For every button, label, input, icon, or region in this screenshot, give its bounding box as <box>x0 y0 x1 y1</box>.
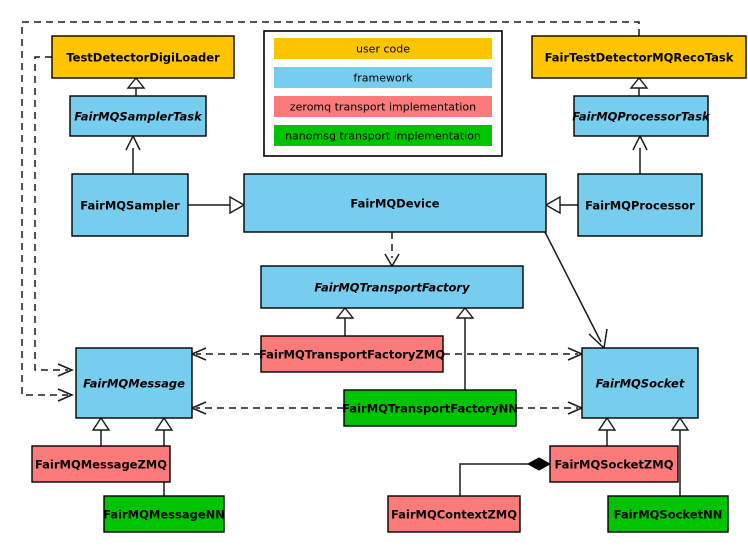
legend-swatch <box>274 125 492 146</box>
node-rect <box>75 347 193 419</box>
edge-group-structural <box>91 76 690 496</box>
class-node-fairmqtransportfactoryzmq[interactable]: FairMQTransportFactoryZMQ <box>259 335 445 373</box>
node-rect <box>607 495 729 533</box>
class-node-fairmqprocessortask[interactable]: FairMQProcessorTask <box>572 95 711 137</box>
node-rect <box>573 95 709 137</box>
node-label: FairMQSampler <box>80 199 180 213</box>
node-rect <box>549 445 679 483</box>
node-label: FairMQMessageZMQ <box>35 458 167 472</box>
legend-label: nanomsg transport implementation <box>285 130 481 143</box>
class-node-fairmqdevice[interactable]: FairMQDevice <box>243 173 547 233</box>
arrowhead-fairmqdevice-to-fairmqtransportfactory <box>384 253 400 268</box>
node-label: TestDetectorDigiLoader <box>66 51 220 65</box>
node-rect <box>51 35 235 79</box>
class-node-fairmqtransportfactorynn[interactable]: FairMQTransportFactoryNN <box>342 389 518 427</box>
arrowhead-testdetectordigiloader-to-fairmqmessage <box>57 363 74 377</box>
class-node-fairmqsocketzmq[interactable]: FairMQSocketZMQ <box>549 445 679 483</box>
node-label: FairMQTransportFactory <box>314 281 470 295</box>
legend-label: user code <box>356 43 410 56</box>
edge-fairmqcontextzmq-to-fairmqsocketzmq <box>459 463 528 496</box>
legend-label: framework <box>353 72 413 85</box>
node-rect <box>577 173 703 237</box>
node-layer: TestDetectorDigiLoaderFairMQSamplerTaskF… <box>31 35 747 533</box>
legend-item-3: nanomsg transport implementation <box>274 125 492 146</box>
node-label: FairTestDetectorMQRecoTask <box>545 51 734 65</box>
node-label: FairMQMessageNN <box>103 508 225 522</box>
edge-testdetectordigiloader-to-fairmqmessage <box>34 56 68 371</box>
node-label: FairMQProcessorTask <box>572 110 711 124</box>
edge-fairmqdevice-to-fairmqsocket <box>544 231 602 343</box>
node-rect <box>343 389 517 427</box>
arrowhead-fairmqsocketnn-to-fairmqsocket <box>670 416 690 431</box>
arrowhead-transportfactoryzmq-to-transportfactory <box>335 306 355 319</box>
arrowhead-fairmqsampler-to-fairmqsamplertask <box>125 134 141 151</box>
node-rect <box>31 445 171 483</box>
class-node-fairmqmessage[interactable]: FairMQMessage <box>75 347 193 419</box>
node-label: FairMQSocketNN <box>614 508 723 522</box>
legend-label: zeromq transport implementation <box>290 101 476 114</box>
arrowhead-fairmqsamplertask-to-testdetectordigiloader <box>126 76 146 89</box>
class-node-fairmqsampler[interactable]: FairMQSampler <box>71 173 189 237</box>
legend-item-1: framework <box>274 67 492 88</box>
arrowhead-fairmqsocketzmq-to-fairmqsocket <box>597 416 617 431</box>
node-rect <box>243 173 547 233</box>
arrowhead-transportfactorynn-to-transportfactory <box>455 306 475 319</box>
node-label: FairMQDevice <box>350 197 439 211</box>
class-node-fairmqsocketnn[interactable]: FairMQSocketNN <box>607 495 729 533</box>
node-label: FairMQProcessor <box>585 199 695 213</box>
arrowhead-fairmqdevice-to-fairmqsocket <box>588 328 608 350</box>
class-node-testdetectordigiloader[interactable]: TestDetectorDigiLoader <box>51 35 235 79</box>
legend-swatch <box>274 38 492 59</box>
arrowhead-fairmqmessagenn-to-fairmqmessage <box>154 416 174 431</box>
legend: user code framework zeromq transport imple… <box>263 30 503 157</box>
arrowhead-fairmqmessagezmq-to-fairmqmessage <box>91 416 111 431</box>
node-label: FairMQMessage <box>83 377 185 391</box>
node-rect <box>387 495 521 533</box>
node-rect <box>69 95 207 137</box>
diamond-fairmqcontextzmq-to-fairmqsocketzmq <box>526 457 552 471</box>
node-label: FairMQTransportFactoryNN <box>342 402 518 416</box>
class-node-fairmqmessagezmq[interactable]: FairMQMessageZMQ <box>31 445 171 483</box>
legend-swatch <box>274 96 492 117</box>
arrowhead-fairmqprocessortask-to-fairtestdetectormqrecotask <box>629 76 649 89</box>
arrowhead-fairmqprocessor-to-fairmqdevice <box>544 195 561 215</box>
arrowhead-fairmqprocessor-to-fairmqprocessortask <box>632 134 648 151</box>
node-label: FairMQSocket <box>596 377 685 391</box>
edge-fairtestdetectormqrecotask-to-fairmqmessage <box>21 21 640 396</box>
class-node-fairmqprocessor[interactable]: FairMQProcessor <box>577 173 703 237</box>
class-node-fairmqcontextzmq[interactable]: FairMQContextZMQ <box>387 495 521 533</box>
arrowhead-fairtestdetectormqrecotask-to-fairmqmessage <box>57 388 74 402</box>
node-rect <box>581 347 699 419</box>
node-label: FairMQTransportFactoryZMQ <box>259 348 445 362</box>
arrowhead-fairmqsampler-to-fairmqdevice <box>229 195 246 215</box>
edge-group-routed-dependencies <box>21 21 640 415</box>
node-label: FairMQSocketZMQ <box>555 458 674 472</box>
class-node-fairmqmessagenn[interactable]: FairMQMessageNN <box>103 495 225 533</box>
legend-item-2: zeromq transport implementation <box>274 96 492 117</box>
node-rect <box>531 35 747 79</box>
class-node-fairmqtransportfactory[interactable]: FairMQTransportFactory <box>260 265 524 309</box>
legend-item-0: user code <box>274 38 492 59</box>
legend-swatch <box>274 67 492 88</box>
node-rect <box>71 173 189 237</box>
class-node-fairmqsamplertask[interactable]: FairMQSamplerTask <box>69 95 207 137</box>
class-node-fairtestdetectormqrecotask[interactable]: FairTestDetectorMQRecoTask <box>531 35 747 79</box>
node-label: FairMQContextZMQ <box>391 508 517 522</box>
node-rect <box>260 265 524 309</box>
node-label: FairMQSamplerTask <box>74 110 203 124</box>
node-rect <box>103 495 225 533</box>
class-node-fairmqsocket[interactable]: FairMQSocket <box>581 347 699 419</box>
node-rect <box>260 335 444 373</box>
